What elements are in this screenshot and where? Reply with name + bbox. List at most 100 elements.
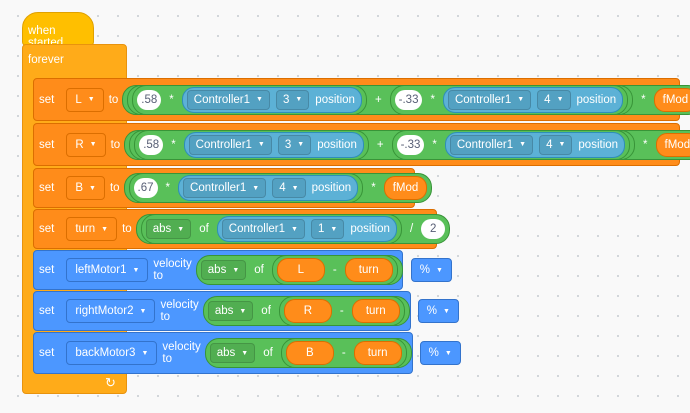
fmod-variable-reporter[interactable]: fMod	[655, 132, 690, 157]
multiply-operator[interactable]: -.33 * Controller1▼ 4▼ position	[389, 84, 629, 115]
chevron-down-icon: ▼	[232, 266, 240, 274]
abs-of-operator[interactable]: abs▼ of L - turn	[195, 255, 403, 285]
controller-dropdown[interactable]: Controller1▼	[188, 134, 272, 155]
variable-reporter[interactable]: L	[276, 258, 325, 282]
fmod-variable-reporter[interactable]: fMod	[653, 87, 690, 112]
subtract-operator[interactable]: B - turn	[280, 338, 407, 368]
abs-of-operator[interactable]: abs▼ of Controller1▼ 1▼ position	[140, 214, 402, 244]
controller-dropdown[interactable]: Controller1▼	[183, 178, 267, 198]
variable-reporter[interactable]: turn	[351, 299, 400, 323]
operator-symbol: *	[641, 93, 646, 106]
variable-dropdown[interactable]: L▼	[66, 87, 104, 112]
unit-dropdown[interactable]: %▼	[419, 341, 461, 365]
when-started-hat-block[interactable]: when started	[22, 12, 94, 49]
chevron-down-icon: ▼	[87, 96, 95, 103]
variable-dropdown[interactable]: B▼	[66, 176, 105, 200]
subtract-operator[interactable]: L - turn	[271, 255, 398, 285]
number-input[interactable]: 2	[421, 219, 446, 239]
axis-dropdown[interactable]: 4▼	[537, 89, 571, 110]
chevron-down-icon: ▼	[177, 225, 185, 233]
number-input[interactable]: .67	[133, 178, 158, 198]
controller-position-sensor[interactable]: Controller1▼ 4▼ position	[442, 86, 624, 113]
position-label: position	[317, 138, 357, 151]
of-label: of	[254, 264, 264, 276]
set-label: set	[39, 264, 55, 276]
operator-symbol: *	[430, 93, 435, 106]
set-motor-velocity-block-left[interactable]: set leftMotor1▼ velocity to abs▼ of L - …	[33, 250, 452, 290]
controller-position-sensor[interactable]: Controller1▼ 3▼ position	[183, 131, 364, 158]
motor-dropdown[interactable]: backMotor3▼	[66, 341, 158, 365]
variable-reporter[interactable]: turn	[353, 341, 402, 365]
to-label: to	[109, 182, 120, 194]
chevron-down-icon: ▼	[239, 307, 247, 315]
set-label: set	[39, 223, 55, 235]
multiply-operator[interactable]: .58 * Controller1▼ 3▼ position	[132, 84, 367, 115]
multiply-operator[interactable]: .58 * Controller1▼ 3▼ position + -.33 * …	[124, 129, 690, 160]
controller-dropdown[interactable]: Controller1▼	[449, 134, 534, 155]
number-input[interactable]: .58	[139, 134, 164, 155]
set-variable-block-turn[interactable]: set turn▼ to abs▼ of Controller1▼ 1▼ pos…	[33, 209, 451, 249]
controller-dropdown[interactable]: Controller1▼	[221, 219, 305, 239]
variable-dropdown[interactable]: R▼	[66, 132, 106, 157]
number-input[interactable]: .58	[137, 89, 162, 110]
unit-dropdown[interactable]: %▼	[417, 299, 459, 323]
multiply-operator[interactable]: .67 * Controller1▼ 4▼ position	[128, 173, 364, 203]
number-input[interactable]: -.33	[394, 89, 423, 110]
function-dropdown[interactable]: abs▼	[209, 343, 256, 363]
chevron-down-icon: ▼	[139, 307, 147, 315]
chevron-down-icon: ▼	[257, 141, 265, 148]
add-operator[interactable]: .58 * Controller1▼ 3▼ position + -.33 * …	[127, 84, 634, 115]
controller-position-sensor[interactable]: Controller1▼ 4▼ position	[178, 175, 359, 201]
set-variable-block-R[interactable]: set R▼ to .58 * Controller1▼ 3▼ position…	[33, 123, 690, 166]
controller-dropdown[interactable]: Controller1▼	[186, 89, 270, 110]
function-dropdown[interactable]: abs▼	[200, 260, 247, 280]
chevron-down-icon: ▼	[291, 184, 299, 192]
multiply-operator[interactable]: .58 * Controller1▼ 3▼ position + -.33 * …	[122, 84, 690, 115]
operator-symbol: /	[409, 223, 414, 235]
multiply-operator[interactable]: -.33 * Controller1▼ 4▼ position	[391, 129, 631, 160]
add-operator[interactable]: .58 * Controller1▼ 3▼ position + -.33 * …	[129, 129, 636, 160]
operator-symbol: -	[341, 347, 346, 359]
operator-symbol: -	[332, 264, 337, 276]
chevron-down-icon: ▼	[295, 96, 303, 103]
chevron-down-icon: ▼	[517, 96, 525, 103]
unit-dropdown[interactable]: %▼	[410, 258, 452, 282]
set-variable-block-L[interactable]: set L▼ to .58 * Controller1▼ 3▼ position…	[33, 78, 690, 121]
loop-arrow-icon: ↻	[105, 375, 116, 390]
to-label: to	[108, 93, 119, 106]
fmod-variable-reporter[interactable]: fMod	[383, 176, 428, 200]
function-dropdown[interactable]: abs▼	[207, 301, 254, 321]
axis-dropdown[interactable]: 4▼	[539, 134, 573, 155]
function-dropdown[interactable]: abs▼	[145, 219, 192, 239]
variable-reporter[interactable]: B	[285, 341, 334, 365]
axis-dropdown[interactable]: 3▼	[277, 134, 312, 155]
set-variable-block-B[interactable]: set B▼ to .67 * Controller1▼ 4▼ position…	[33, 168, 433, 208]
axis-dropdown[interactable]: 1▼	[310, 219, 345, 239]
abs-of-operator[interactable]: abs▼ of R - turn	[202, 296, 410, 326]
set-motor-velocity-block-back[interactable]: set backMotor3▼ velocity to abs▼ of B - …	[33, 332, 461, 374]
controller-position-sensor[interactable]: Controller1▼ 3▼ position	[181, 86, 362, 113]
operator-symbol: *	[171, 138, 176, 151]
controller-dropdown[interactable]: Controller1▼	[447, 89, 532, 110]
chevron-down-icon: ▼	[101, 225, 109, 233]
chevron-down-icon: ▼	[132, 266, 140, 274]
axis-dropdown[interactable]: 4▼	[272, 178, 306, 198]
velocity-to-label: velocity to	[160, 299, 199, 323]
controller-position-sensor[interactable]: Controller1▼ 1▼ position	[216, 216, 397, 242]
subtract-operator[interactable]: R - turn	[278, 296, 405, 326]
axis-dropdown[interactable]: 3▼	[275, 89, 310, 110]
divide-operator[interactable]: abs▼ of Controller1▼ 1▼ position / 2	[135, 214, 451, 244]
multiply-operator[interactable]: .58 * Controller1▼ 3▼ position	[134, 129, 369, 160]
velocity-to-label: velocity to	[162, 341, 201, 365]
variable-dropdown[interactable]: turn▼	[66, 217, 118, 241]
controller-position-sensor[interactable]: Controller1▼ 4▼ position	[444, 131, 626, 158]
variable-reporter[interactable]: turn	[344, 258, 393, 282]
number-input[interactable]: -.33	[396, 134, 425, 155]
multiply-operator[interactable]: .67 * Controller1▼ 4▼ position * fMod	[123, 173, 433, 203]
motor-dropdown[interactable]: leftMotor1▼	[66, 258, 149, 282]
motor-dropdown[interactable]: rightMotor2▼	[66, 299, 156, 323]
set-motor-velocity-block-right[interactable]: set rightMotor2▼ velocity to abs▼ of R -…	[33, 291, 459, 331]
abs-of-operator[interactable]: abs▼ of B - turn	[204, 338, 412, 368]
chevron-down-icon: ▼	[252, 184, 260, 192]
variable-reporter[interactable]: R	[283, 299, 332, 323]
